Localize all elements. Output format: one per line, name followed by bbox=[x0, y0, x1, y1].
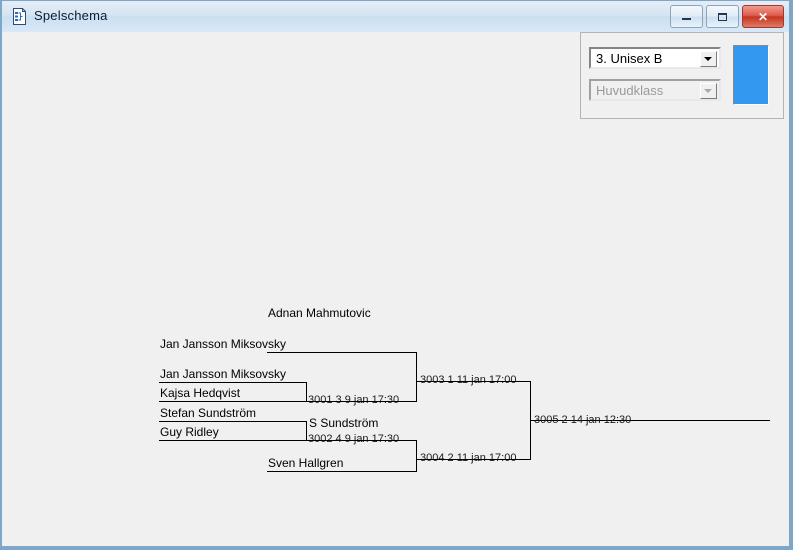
bracket-line bbox=[530, 420, 770, 421]
bracket-line bbox=[267, 471, 417, 472]
bracket-line bbox=[159, 382, 307, 383]
window-title: Spelschema bbox=[34, 8, 108, 23]
bracket-line bbox=[159, 421, 307, 422]
bracket-line bbox=[307, 401, 417, 402]
document-tree-icon bbox=[11, 8, 28, 25]
selection-panel: 3. Unisex B Huvudklass bbox=[580, 32, 784, 119]
match-label-3004: 3004 2 11 jan 17:00 bbox=[420, 452, 517, 464]
close-icon: ✕ bbox=[757, 9, 769, 24]
player-label-jan: Jan Jansson Miksovsky bbox=[160, 367, 287, 381]
player-label-s-sundstrom: S Sundström bbox=[309, 416, 379, 430]
bracket-line bbox=[267, 352, 417, 353]
chevron-down-icon-disabled bbox=[700, 83, 717, 99]
bracket-line bbox=[416, 352, 417, 402]
bracket-line bbox=[307, 440, 417, 441]
minimize-icon bbox=[671, 6, 702, 27]
window-controls: ✕ bbox=[667, 5, 784, 28]
match-label-3005: 3005 2 14 jan 12:30 bbox=[534, 414, 632, 426]
tournament-bracket: Jan Jansson Miksovsky Adnan Mahmutovic J… bbox=[2, 32, 789, 546]
class-select-value: 3. Unisex B bbox=[596, 51, 663, 66]
player-label-stefan: Stefan Sundström bbox=[160, 406, 257, 420]
match-label-3003: 3003 1 11 jan 17:00 bbox=[420, 374, 517, 386]
player-label-sven: Sven Hallgren bbox=[268, 456, 344, 470]
group-select: Huvudklass bbox=[589, 79, 721, 101]
player-label-adnan: Adnan Mahmutovic bbox=[268, 306, 371, 320]
maximize-button[interactable] bbox=[706, 5, 739, 28]
maximize-icon bbox=[707, 6, 738, 27]
class-select[interactable]: 3. Unisex B bbox=[589, 47, 721, 69]
client-area: 3. Unisex B Huvudklass Jan Jansson Mikso… bbox=[2, 32, 789, 546]
bracket-line bbox=[159, 401, 307, 402]
bracket-line bbox=[159, 440, 307, 441]
group-select-value: Huvudklass bbox=[596, 83, 664, 98]
bracket-line bbox=[306, 382, 307, 402]
color-swatch[interactable] bbox=[733, 45, 769, 105]
bracket-line bbox=[306, 421, 307, 441]
player-label: Jan Jansson Miksovsky bbox=[160, 337, 287, 351]
bracket-line bbox=[416, 381, 531, 382]
bracket-line bbox=[416, 459, 531, 460]
player-label-guy: Guy Ridley bbox=[160, 425, 219, 439]
match-label-3001: 3001 3 9 jan 17:30 bbox=[308, 394, 400, 406]
bracket-line bbox=[416, 440, 417, 472]
chevron-down-icon[interactable] bbox=[700, 51, 717, 67]
player-label-kajsa: Kajsa Hedqvist bbox=[160, 386, 241, 400]
match-label-3002: 3002 4 9 jan 17:30 bbox=[308, 433, 400, 445]
minimize-button[interactable] bbox=[670, 5, 703, 28]
title-bar: Spelschema ✕ bbox=[2, 1, 789, 33]
close-button[interactable]: ✕ bbox=[742, 5, 784, 28]
